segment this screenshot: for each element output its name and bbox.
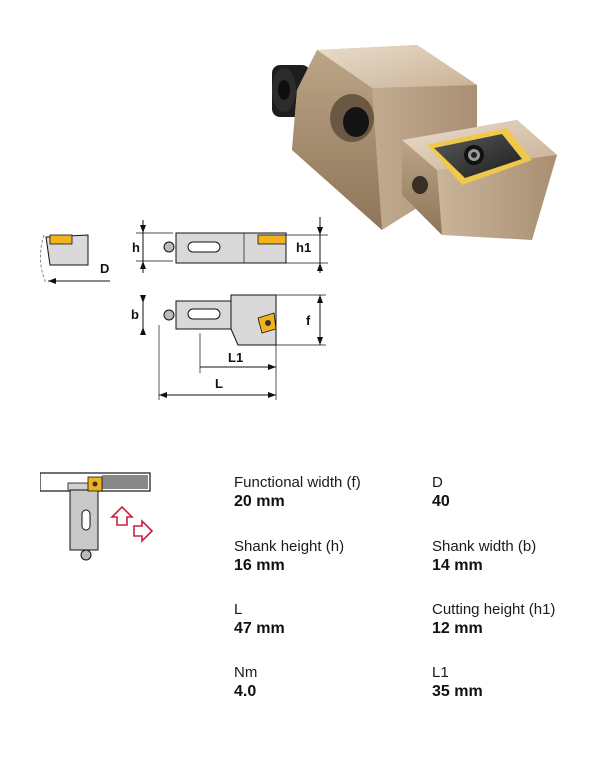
technical-drawing: D h h1 b f bbox=[40, 217, 328, 400]
spec-cutting-height: Cutting height (h1) 12 mm bbox=[432, 601, 600, 639]
product-photo bbox=[272, 45, 557, 240]
right-arrow-icon bbox=[133, 519, 154, 543]
mounting-direction-icon bbox=[40, 472, 154, 561]
top-view: h h1 bbox=[132, 217, 328, 273]
spec-label: Nm bbox=[234, 664, 258, 681]
spec-value: 12 mm bbox=[432, 620, 483, 637]
side-view-d: D bbox=[40, 234, 110, 284]
spec-nm: Nm 4.0 bbox=[234, 664, 404, 702]
spec-shank-width: Shank width (b) 14 mm bbox=[432, 538, 600, 576]
dim-label-l: L bbox=[215, 376, 223, 391]
clamp-screw bbox=[272, 65, 310, 117]
spec-functional-width: Functional width (f) 20 mm bbox=[234, 474, 404, 512]
spec-label: Shank width (b) bbox=[432, 538, 537, 555]
spec-label: L1 bbox=[432, 664, 449, 681]
dim-label-h1: h1 bbox=[296, 240, 311, 255]
spec-value: 35 mm bbox=[432, 683, 483, 700]
dim-label-b: b bbox=[131, 307, 139, 322]
spec-label: D bbox=[432, 474, 443, 491]
spec-shank-height: Shank height (h) 16 mm bbox=[234, 538, 404, 576]
spec-l1: L1 35 mm bbox=[432, 664, 600, 702]
dim-label-h: h bbox=[132, 240, 140, 255]
up-arrow-icon bbox=[110, 505, 134, 526]
carbide-insert bbox=[427, 128, 532, 185]
spec-label: Shank height (h) bbox=[234, 538, 345, 555]
dim-label-d: D bbox=[100, 261, 109, 276]
spec-value: 4.0 bbox=[234, 683, 257, 700]
spec-label: L bbox=[234, 601, 243, 618]
spec-value: 20 mm bbox=[234, 493, 285, 510]
spec-d: D 40 bbox=[432, 474, 600, 512]
spec-value: 16 mm bbox=[234, 557, 285, 574]
dim-label-f: f bbox=[306, 313, 311, 328]
spec-value: 40 bbox=[432, 493, 450, 510]
spec-label: Cutting height (h1) bbox=[432, 601, 556, 618]
spec-value: 14 mm bbox=[432, 557, 483, 574]
front-view: b f L1 L bbox=[131, 294, 326, 400]
spec-label: Functional width (f) bbox=[234, 474, 361, 491]
dim-label-l1: L1 bbox=[228, 350, 243, 365]
spec-l: L 47 mm bbox=[234, 601, 404, 639]
spec-value: 47 mm bbox=[234, 620, 285, 637]
